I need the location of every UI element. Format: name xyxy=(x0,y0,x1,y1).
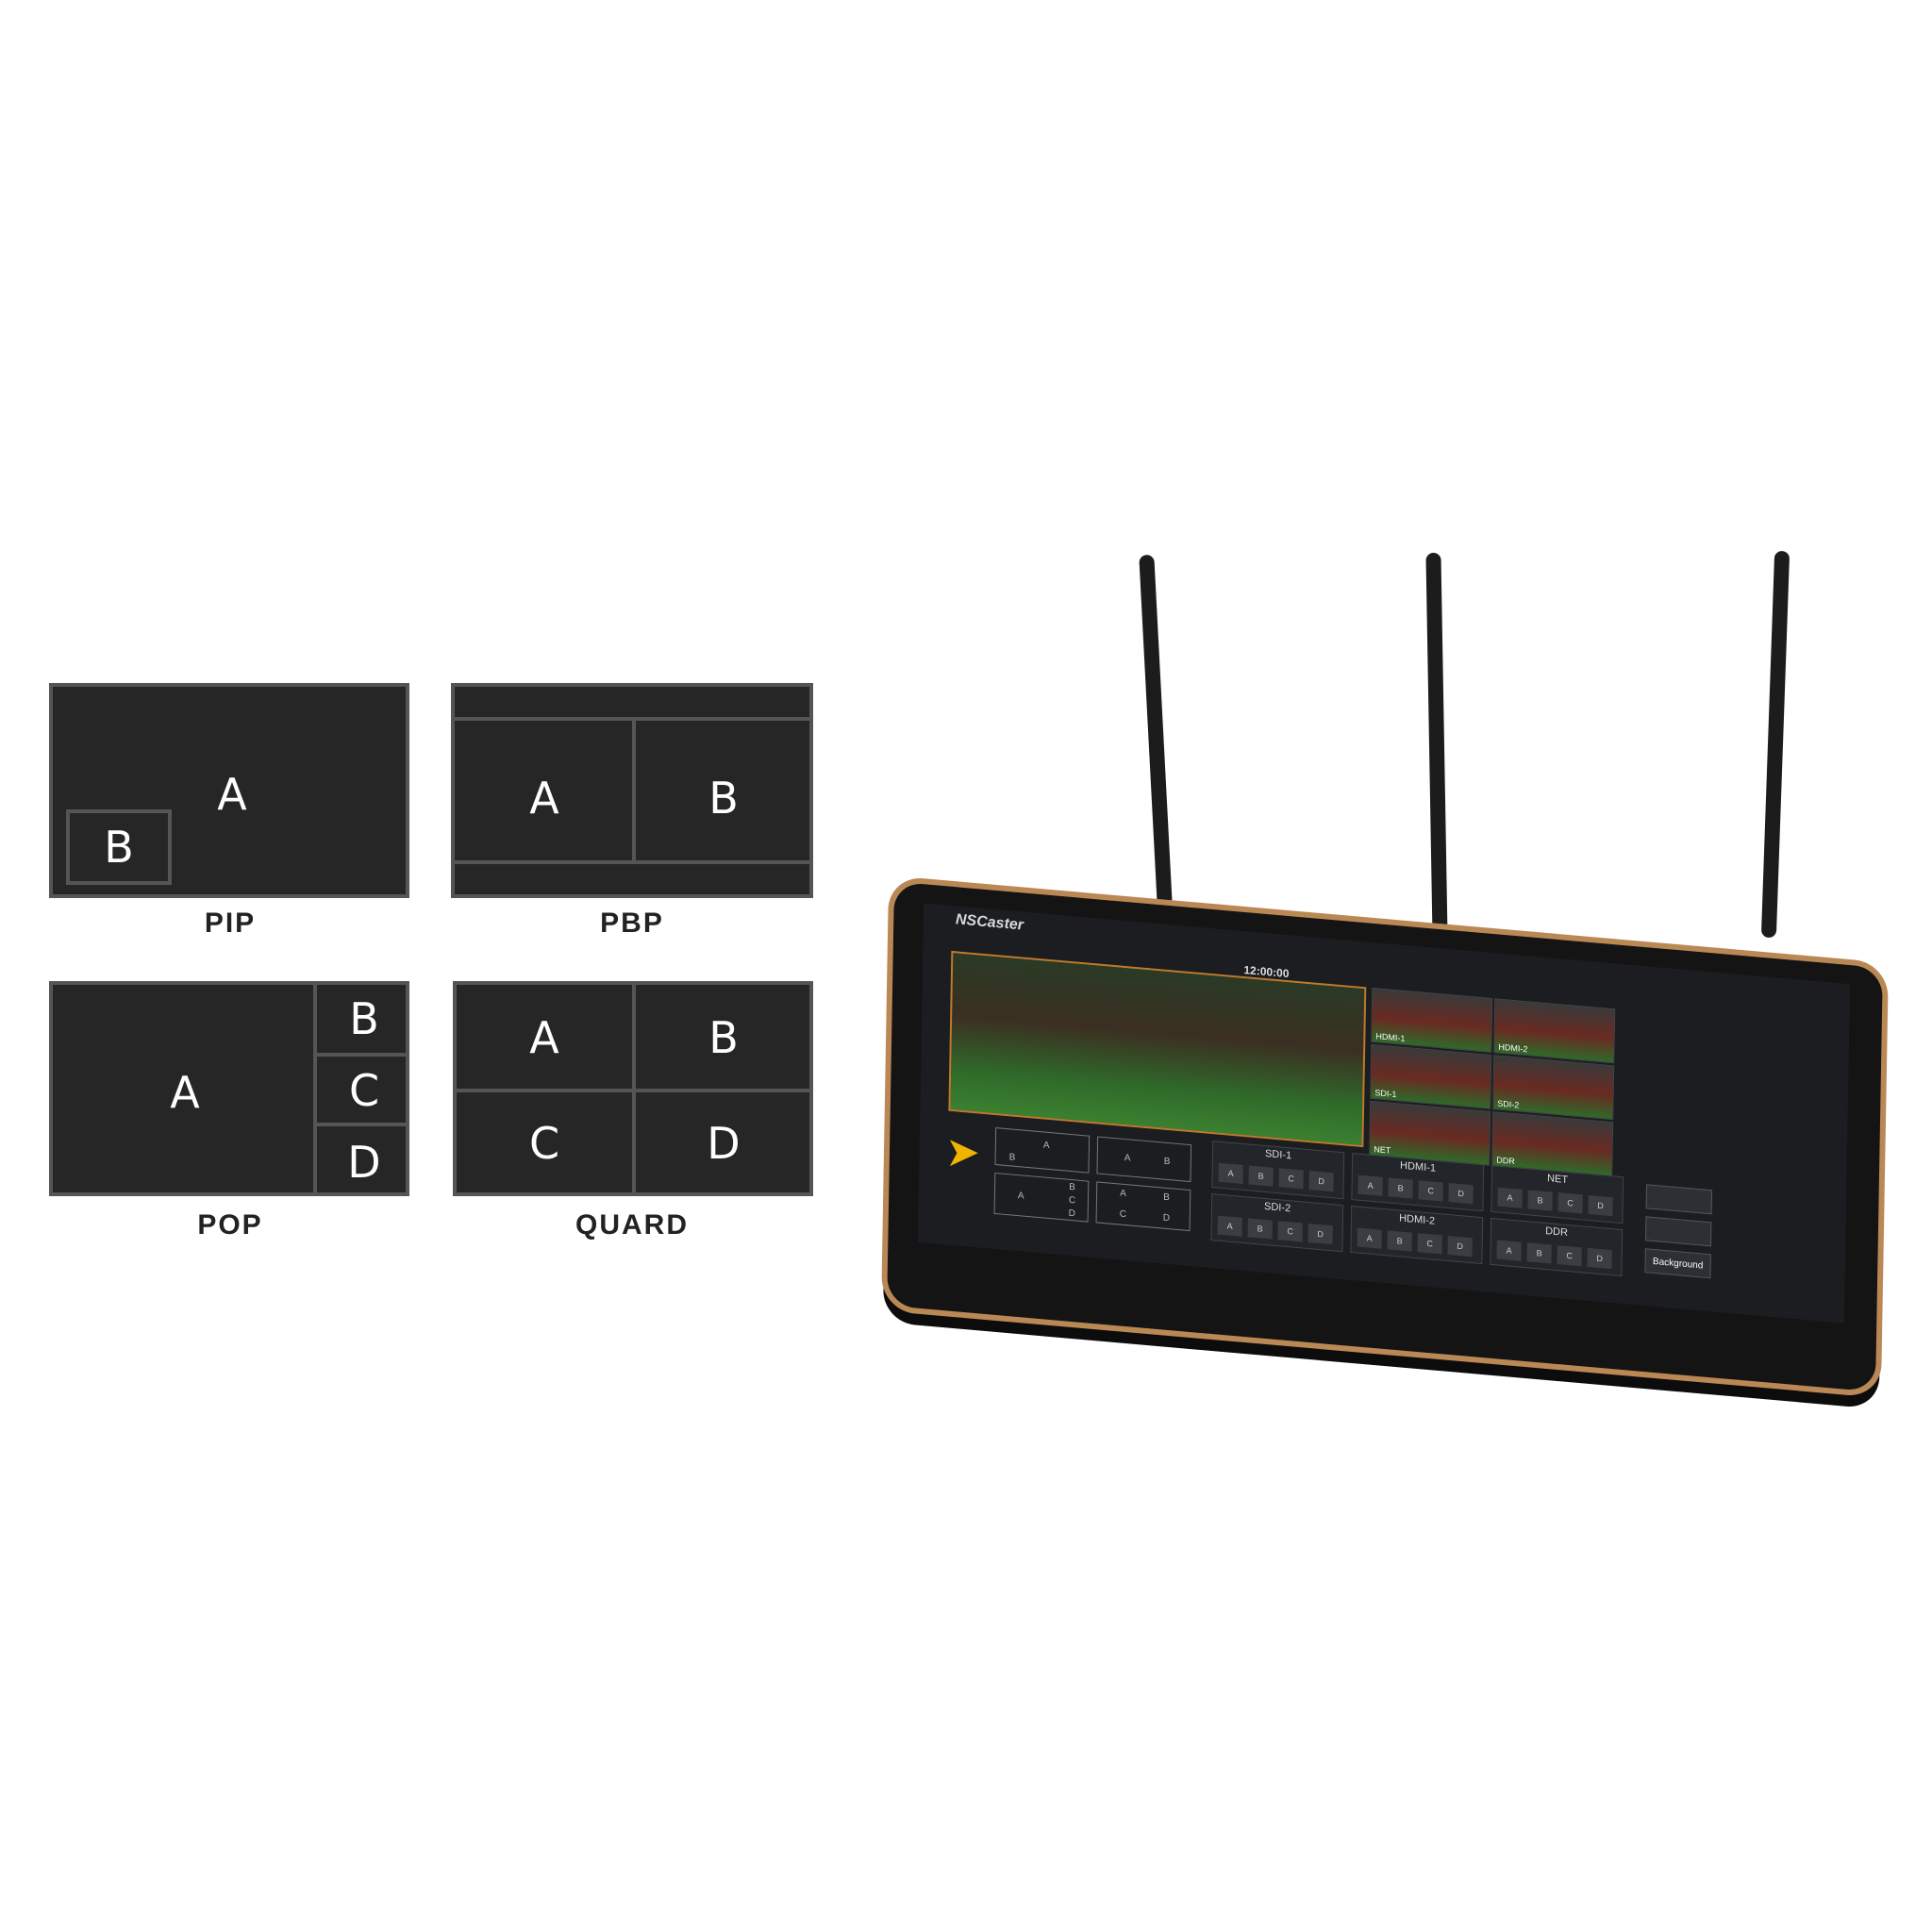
antenna-left xyxy=(1139,554,1174,942)
source-thumbnail[interactable]: HDMI-1 xyxy=(1371,987,1493,1053)
source-thumbnail[interactable]: SDI-1 xyxy=(1370,1043,1492,1109)
pop-letter-a: A xyxy=(170,1067,200,1118)
source-button-d[interactable]: D xyxy=(1307,1224,1333,1245)
thumbnail-label: HDMI-2 xyxy=(1498,1041,1528,1055)
mini-letter: B xyxy=(1163,1156,1171,1168)
source-button-c[interactable]: C xyxy=(1557,1192,1583,1214)
yellow-arrow-icon: ➤ xyxy=(945,1129,980,1175)
background-button[interactable]: Background xyxy=(1644,1248,1711,1279)
quard-letter-d: D xyxy=(707,1118,741,1169)
thumbnail-label: HDMI-1 xyxy=(1375,1031,1406,1043)
quard-layout-diagram: A B C D xyxy=(453,981,813,1196)
source-button-d[interactable]: D xyxy=(1588,1194,1613,1217)
source-button-a[interactable]: A xyxy=(1357,1174,1383,1196)
pip-layout-diagram: A B xyxy=(49,683,409,898)
thumbnail-label: SDI-1 xyxy=(1374,1088,1397,1100)
source-button-a[interactable]: A xyxy=(1496,1240,1522,1261)
mini-letter: C xyxy=(1119,1208,1127,1221)
source-button-a[interactable]: A xyxy=(1357,1227,1382,1249)
pip-inset-b: B xyxy=(66,809,172,885)
edit-button[interactable] xyxy=(1645,1216,1712,1247)
pop-divider-1 xyxy=(313,1053,409,1057)
mini-layout-pop[interactable]: A B C D xyxy=(993,1172,1090,1223)
source-group-name: HDMI-2 xyxy=(1399,1212,1436,1227)
pop-divider-2 xyxy=(313,1123,409,1126)
pbp-right-pane xyxy=(632,717,809,864)
source-group-ddr: DDR A B C D xyxy=(1490,1217,1624,1277)
mini-letter: A xyxy=(1042,1140,1050,1152)
source-group-name: SDI-1 xyxy=(1264,1148,1292,1162)
program-output-preview xyxy=(948,950,1367,1148)
thumbnail-label: NET xyxy=(1374,1144,1391,1156)
pbp-letter-b: B xyxy=(708,773,739,824)
source-button-d[interactable]: D xyxy=(1447,1235,1473,1257)
pop-letter-c: C xyxy=(348,1065,380,1116)
mini-letter: B xyxy=(1069,1181,1075,1193)
source-button-d[interactable]: D xyxy=(1308,1171,1334,1192)
transition-button[interactable] xyxy=(1645,1184,1713,1215)
source-button-b[interactable]: B xyxy=(1247,1218,1273,1240)
source-button-d[interactable]: D xyxy=(1448,1183,1474,1205)
source-button-c[interactable]: C xyxy=(1557,1245,1582,1267)
source-group-sdi-1: SDI-1 A B C D xyxy=(1211,1141,1345,1200)
source-group-name: SDI-2 xyxy=(1263,1200,1291,1215)
pop-side-column xyxy=(313,981,409,1196)
mini-letter: D xyxy=(1162,1212,1171,1224)
source-button-a[interactable]: A xyxy=(1218,1162,1243,1184)
quard-caption: QUARD xyxy=(575,1209,689,1241)
pbp-layout-diagram: A B xyxy=(451,683,813,898)
pop-caption: POP xyxy=(197,1209,263,1241)
mini-letter: B xyxy=(1008,1152,1016,1163)
mini-layout-quard[interactable]: A B C D xyxy=(1095,1181,1191,1232)
source-group-sdi-2: SDI-2 A B C D xyxy=(1210,1193,1344,1253)
pip-caption: PIP xyxy=(204,908,257,939)
source-button-c[interactable]: C xyxy=(1277,1221,1303,1242)
mini-layout-pip[interactable]: A B xyxy=(994,1127,1091,1174)
source-button-b[interactable]: B xyxy=(1248,1165,1274,1187)
pbp-letter-a: A xyxy=(529,773,559,824)
source-group-name: DDR xyxy=(1545,1224,1569,1240)
mini-letter: A xyxy=(1017,1191,1024,1202)
mini-layout-pbp[interactable]: A B xyxy=(1096,1136,1192,1183)
source-button-c[interactable]: C xyxy=(1418,1180,1443,1202)
source-button-d[interactable]: D xyxy=(1587,1247,1612,1270)
source-button-c[interactable]: C xyxy=(1417,1233,1442,1255)
quard-horizontal-divider xyxy=(453,1089,813,1092)
pip-letter-a: A xyxy=(217,769,247,820)
source-button-a[interactable]: A xyxy=(1497,1187,1523,1208)
quard-letter-c: C xyxy=(528,1118,560,1169)
thumbnail-label: DDR xyxy=(1496,1155,1515,1167)
source-button-a[interactable]: A xyxy=(1217,1215,1242,1237)
mini-letter: C xyxy=(1068,1194,1076,1207)
quard-letter-a: A xyxy=(529,1012,559,1063)
pop-letter-d: D xyxy=(347,1137,381,1188)
source-button-b[interactable]: B xyxy=(1527,1190,1553,1211)
antenna-right xyxy=(1760,550,1790,939)
source-button-c[interactable]: C xyxy=(1278,1168,1304,1190)
mini-letter: B xyxy=(1163,1191,1170,1204)
pbp-caption: PBP xyxy=(600,908,664,939)
source-thumbnail[interactable]: SDI-2 xyxy=(1492,1055,1615,1121)
mini-letter: A xyxy=(1124,1152,1131,1164)
source-thumbnail[interactable]: HDMI-2 xyxy=(1493,998,1616,1064)
pop-letter-b: B xyxy=(349,993,379,1044)
source-button-b[interactable]: B xyxy=(1387,1230,1412,1252)
source-button-b[interactable]: B xyxy=(1526,1242,1552,1264)
quard-letter-b: B xyxy=(708,1012,739,1063)
pip-letter-b: B xyxy=(104,822,134,873)
mini-letter: A xyxy=(1120,1188,1126,1200)
source-button-b[interactable]: B xyxy=(1388,1177,1413,1199)
antenna-middle xyxy=(1425,552,1448,941)
pop-layout-diagram: A B C D xyxy=(49,981,409,1196)
source-group-hdmi-2: HDMI-2 A B C D xyxy=(1350,1205,1484,1265)
device-brand-logo: NSCaster xyxy=(955,911,1024,934)
thumbnail-label: SDI-2 xyxy=(1497,1098,1520,1110)
mini-letter: D xyxy=(1068,1208,1076,1220)
